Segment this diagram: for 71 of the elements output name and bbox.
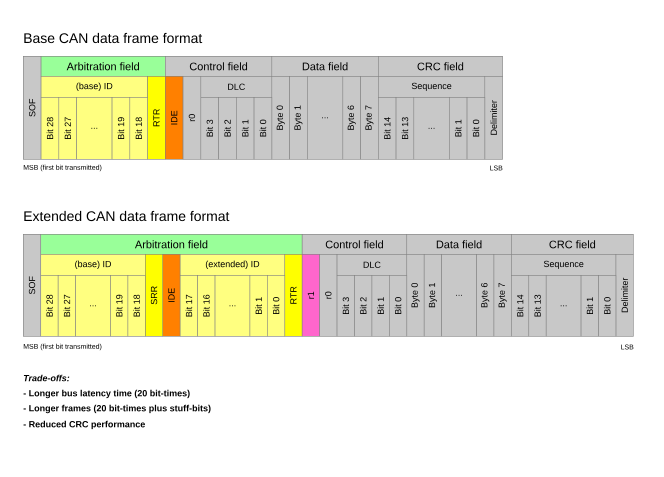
bit-cell: Bit 16 bbox=[197, 275, 216, 337]
header-cell: Control field bbox=[165, 56, 272, 77]
bit-cell: RTR bbox=[284, 254, 302, 337]
bit-cell: Bit 0 bbox=[267, 275, 286, 337]
bit-cell: Bit 2 bbox=[354, 275, 372, 337]
header-cell: CRC field bbox=[378, 56, 503, 77]
bit-cell: Bit 0 bbox=[389, 275, 408, 337]
bit-cell: Delimiter bbox=[616, 254, 634, 337]
bullet-text: - Longer bus latency time (20 bit-times) bbox=[24, 390, 190, 398]
note-heading: Trade-offs: bbox=[24, 374, 70, 382]
bit-cell: Bit 1 bbox=[449, 97, 468, 160]
bit-cell: RTR bbox=[147, 76, 166, 160]
bit-cell: Bit 18 bbox=[128, 275, 146, 337]
bit-cell: Byte 1 bbox=[289, 76, 308, 160]
header-cell: ... bbox=[76, 97, 112, 160]
bit-cell: Bit 1 bbox=[250, 275, 268, 337]
heading: Base CAN data frame format bbox=[24, 32, 202, 44]
bit-cell: Bit 3 bbox=[336, 275, 355, 337]
bit-cell: Bit 13 bbox=[528, 275, 546, 337]
bit-cell: SOF bbox=[23, 234, 42, 337]
header-cell: DLC bbox=[200, 76, 272, 98]
bit-cell: Byte 0 bbox=[272, 76, 290, 160]
bit-cell: Bit 27 bbox=[58, 97, 77, 160]
bit-cell: Byte 7 bbox=[494, 254, 512, 337]
bit-cell: Bit 3 bbox=[200, 97, 219, 160]
bit-cell: r1 bbox=[302, 254, 320, 337]
header-cell: ... bbox=[214, 275, 250, 337]
header-cell: Control field bbox=[302, 234, 408, 255]
header-cell: ... bbox=[307, 76, 344, 160]
bit-cell: Bit 19 bbox=[112, 97, 130, 160]
bit-cell: r0 bbox=[182, 76, 202, 160]
bit-cell: Bit 28 bbox=[40, 97, 60, 160]
bit-cell: Bit 14 bbox=[511, 275, 530, 337]
bit-cell: Bit 1 bbox=[580, 275, 599, 337]
header-cell: Data field bbox=[272, 56, 379, 77]
bit-cell: Delimiter bbox=[484, 76, 503, 160]
header-cell: Arbitration field bbox=[40, 56, 166, 77]
bit-cell: IDE bbox=[165, 76, 184, 160]
header-cell: Arbitration field bbox=[40, 234, 302, 255]
bit-cell: Byte 0 bbox=[406, 254, 424, 337]
bit-cell: SRR bbox=[145, 254, 164, 337]
header-cell: ... bbox=[546, 275, 582, 337]
bit-cell: Bit 0 bbox=[466, 97, 486, 160]
header-cell: ... bbox=[75, 275, 111, 337]
bullet-text: - Reduced CRC performance bbox=[24, 420, 145, 430]
bit-cell: Bit 2 bbox=[218, 97, 237, 160]
bit-cell: Bit 0 bbox=[254, 97, 272, 160]
bit-cell: SOF bbox=[23, 56, 42, 160]
bit-cell: Bit 17 bbox=[180, 275, 198, 337]
bit-cell: Bit 18 bbox=[130, 97, 148, 160]
bit-cell: Bit 0 bbox=[598, 275, 616, 337]
bit-cell: Bit 1 bbox=[372, 275, 390, 337]
bit-cell: Bit 1 bbox=[236, 97, 254, 160]
bit-cell: Bit 27 bbox=[58, 275, 76, 337]
header-cell: CRC field bbox=[511, 234, 634, 255]
bit-cell: Bit 28 bbox=[40, 275, 58, 337]
header-cell: Data field bbox=[406, 234, 512, 255]
bit-cell: Bit 13 bbox=[396, 97, 414, 160]
bit-cell: Bit 19 bbox=[110, 275, 128, 337]
bit-cell: Byte 7 bbox=[360, 76, 379, 160]
bit-cell: Byte 6 bbox=[476, 254, 494, 337]
bit-cell: Bit 14 bbox=[378, 97, 396, 160]
bit-cell: Byte 6 bbox=[342, 76, 361, 160]
header-cell: ... bbox=[414, 97, 450, 160]
heading: Extended CAN data frame format bbox=[24, 210, 230, 222]
bit-cell: Byte 1 bbox=[424, 254, 442, 337]
bit-cell: r0 bbox=[319, 254, 338, 337]
header-cell: DLC bbox=[336, 254, 408, 276]
header-cell: ... bbox=[441, 254, 477, 337]
bit-cell: IDE bbox=[162, 254, 180, 337]
bullet-text: - Longer frames (20 bit-times plus stuff-bits) bbox=[24, 404, 211, 414]
